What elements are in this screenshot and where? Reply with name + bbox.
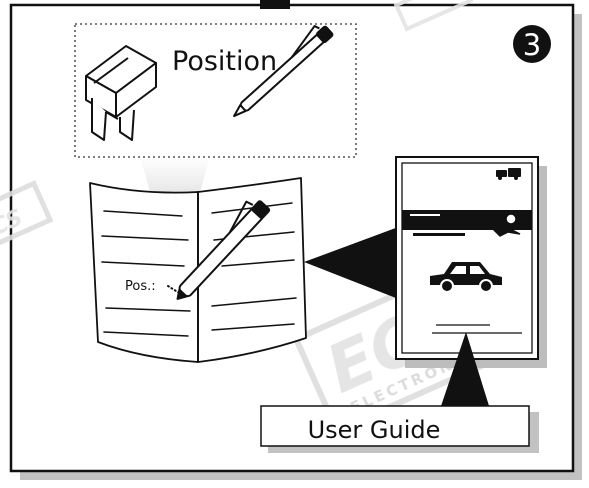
mechanic-icon <box>488 213 521 237</box>
writing-pen-icon <box>176 200 271 300</box>
pen-icon <box>233 25 334 118</box>
step-badge <box>513 25 551 63</box>
car-icon <box>430 262 502 293</box>
trailer-icon <box>496 168 521 180</box>
guide-label-box <box>260 405 530 447</box>
book-note: Pos.: <box>125 279 156 294</box>
callout-label: Position <box>172 46 277 77</box>
step-number: 3 <box>523 28 541 62</box>
guide-label: User Guide <box>308 416 441 444</box>
guide-pointer <box>304 226 401 300</box>
fuse-icon <box>85 45 157 141</box>
open-book-icon <box>89 177 307 363</box>
guide-cover <box>401 162 533 354</box>
label-pointer <box>440 332 490 409</box>
top-connector-tab <box>260 0 290 9</box>
watermark-fragment-top <box>393 0 474 32</box>
